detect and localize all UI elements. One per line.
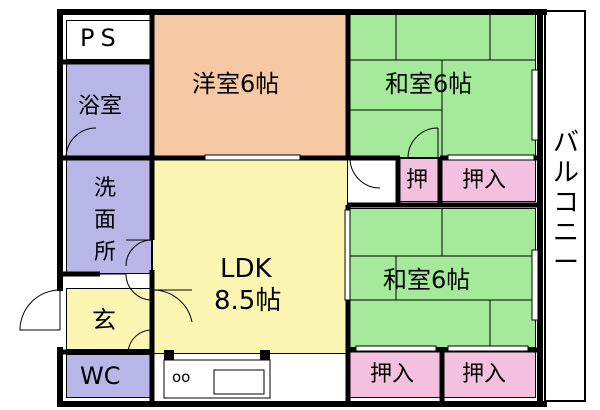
washroom [66, 158, 152, 274]
closet-small-label: 押 [406, 168, 429, 193]
ps-label: PS [80, 24, 122, 52]
ldk-size-label: 8.5帖 [214, 286, 282, 316]
western-room-label: 洋室6帖 [192, 70, 280, 98]
bath-room [66, 60, 152, 158]
balcony [544, 10, 586, 402]
closet-lower-left-label: 押入 [370, 362, 415, 387]
wc-label: WC [80, 362, 121, 390]
closet-lower-right-label: 押入 [462, 362, 507, 387]
closet-lower-left [348, 350, 442, 398]
swing-doors [19, 127, 439, 353]
balcony-label-text: バルコニー [552, 128, 579, 278]
kitchen-counter [163, 359, 271, 399]
stove-burners: oo [172, 368, 191, 386]
entrance [66, 288, 152, 350]
tatami-lines-upper [348, 14, 536, 158]
ldk-name-label: LDK [220, 254, 272, 284]
washroom-label: 洗面所 [94, 173, 118, 269]
bath-label: 浴室 [78, 94, 123, 119]
entrance-label: 玄 [92, 306, 116, 334]
tatami-lines-lower [348, 208, 536, 348]
ps-room [66, 20, 152, 60]
ldk-room [152, 158, 348, 354]
washroom-label-text: 洗面所 [94, 176, 117, 265]
closet-upper-label: 押入 [462, 168, 507, 193]
japanese-room-upper-label: 和室6帖 [385, 70, 473, 98]
japanese-room-lower-label: 和室6帖 [383, 266, 471, 294]
balcony-label: バルコニー [552, 128, 580, 278]
